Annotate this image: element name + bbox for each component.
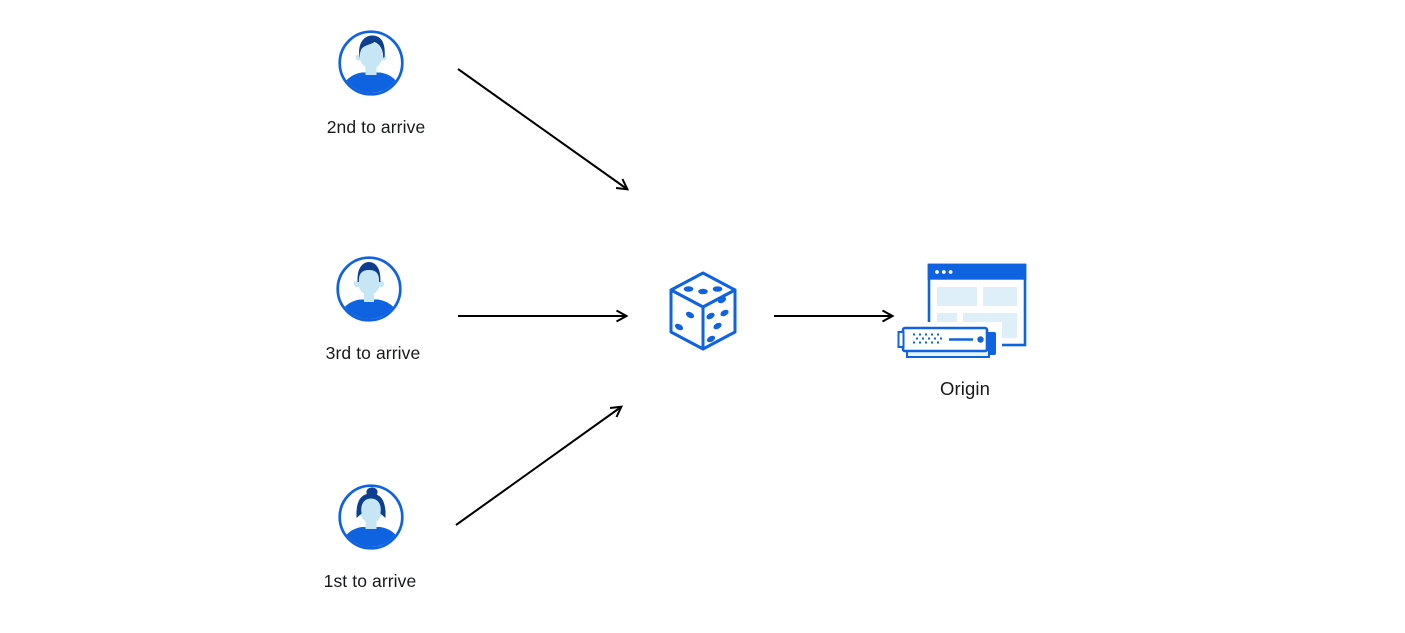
server-vent-dots	[913, 333, 942, 344]
woman-bun-avatar-icon	[338, 484, 404, 550]
origin-label: Origin	[940, 378, 990, 399]
actor-label-3rd: 3rd to arrive	[325, 343, 421, 363]
man-flat-hair-avatar-icon	[336, 256, 402, 322]
actor-label-1st: 1st to arrive	[323, 571, 417, 591]
dice-icon	[669, 271, 737, 351]
man-swept-hair-avatar-icon	[338, 30, 404, 96]
actor-label-2nd: 2nd to arrive	[326, 117, 426, 137]
origin-browser-server-icon	[896, 263, 1027, 359]
edge-2nd-to-dice	[457, 68, 630, 191]
server-icon	[896, 322, 1002, 359]
edge-1st-to-dice	[455, 405, 624, 526]
